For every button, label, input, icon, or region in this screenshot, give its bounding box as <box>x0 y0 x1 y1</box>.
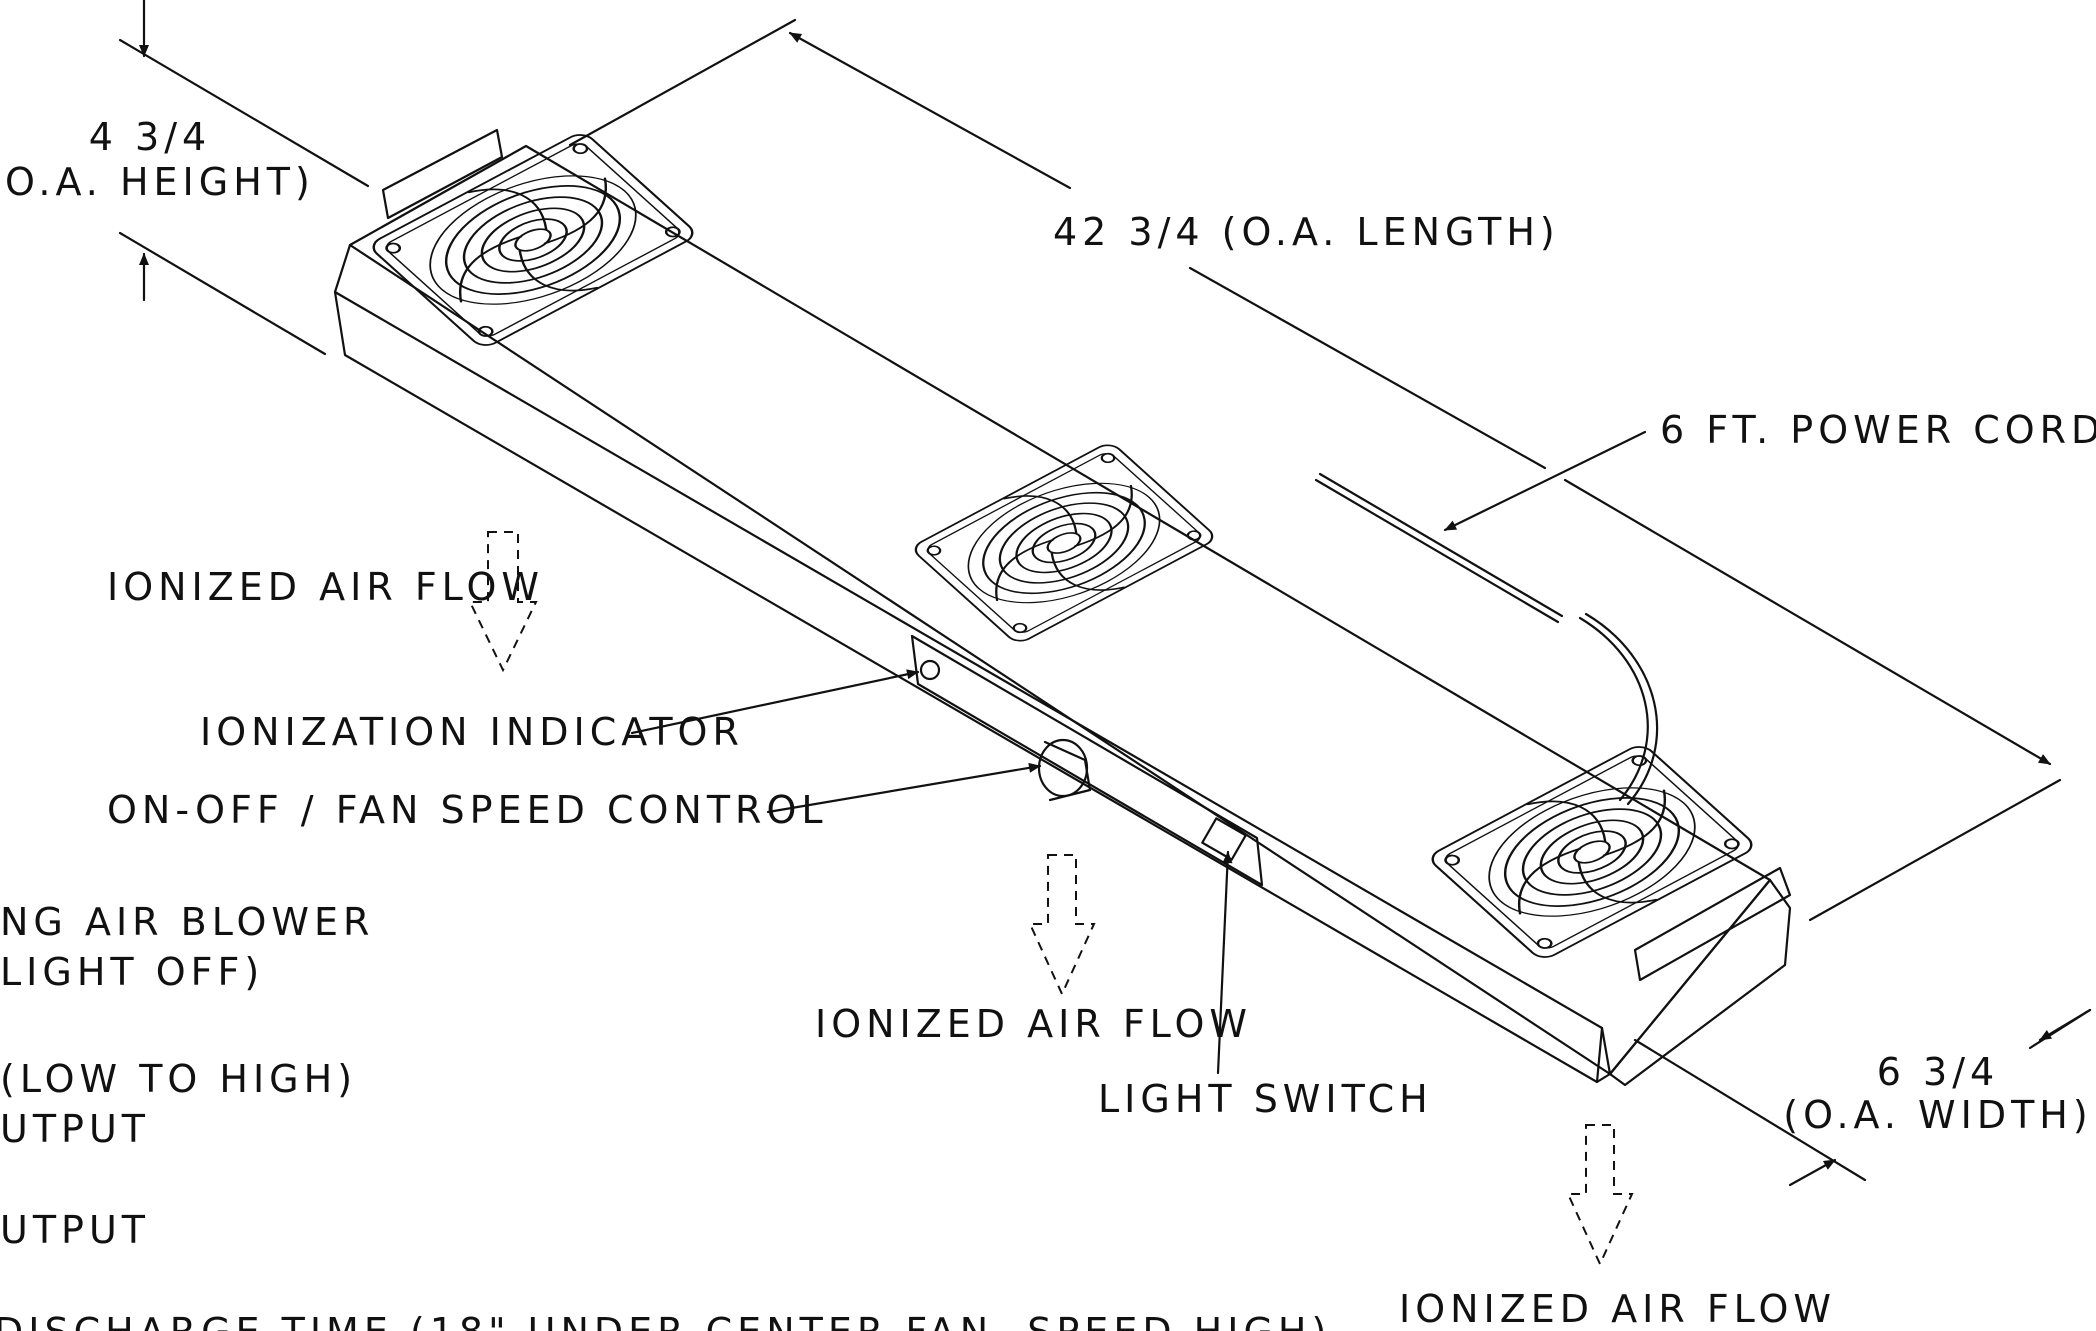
power-cord <box>1314 472 1659 806</box>
callout-ionization-indicator: IONIZATION INDICATOR <box>200 669 920 754</box>
side-note-2: LIGHT OFF) <box>0 950 264 994</box>
length-label: 42 3/4 (O.A. LENGTH) <box>1053 210 1560 254</box>
fan-left <box>366 129 700 351</box>
airflow-arrow-center: IONIZED AIR FLOW <box>815 854 1252 1046</box>
control-panel <box>910 634 1264 887</box>
callout-power-cord: 6 FT. POWER CORD <box>1443 408 2096 532</box>
side-note-6: DISCHARGE TIME (18" UNDER CENTER FAN, SP… <box>0 1310 1331 1331</box>
side-notes: NG AIR BLOWER LIGHT OFF) (LOW TO HIGH) U… <box>0 900 1331 1331</box>
fan-center <box>908 440 1220 646</box>
airflow-label-center: IONIZED AIR FLOW <box>815 1002 1252 1046</box>
width-value: 6 3/4 <box>1877 1050 1999 1094</box>
light-switch-label: LIGHT SWITCH <box>1098 1077 1433 1121</box>
airflow-label-left: IONIZED AIR FLOW <box>107 565 544 609</box>
callout-fan-speed-control: ON-OFF / FAN SPEED CONTROL <box>107 762 1042 832</box>
airflow-arrow-left: IONIZED AIR FLOW <box>107 531 544 673</box>
dimension-height: 4 3/4 (O.A. HEIGHT) <box>0 0 370 356</box>
dimension-length: 42 3/4 (O.A. LENGTH) <box>568 18 2062 922</box>
height-note: (O.A. HEIGHT) <box>0 160 315 204</box>
airflow-label-right: IONIZED AIR FLOW <box>1399 1287 1836 1331</box>
width-note: (O.A. WIDTH) <box>1783 1093 2092 1137</box>
side-note-3: (LOW TO HIGH) <box>0 1057 357 1101</box>
light-switch-rocker <box>1201 817 1247 861</box>
dimension-width: 6 3/4 (O.A. WIDTH) <box>1633 1008 2092 1187</box>
callout-light-switch: LIGHT SWITCH <box>1098 850 1433 1121</box>
airflow-arrow-right: IONIZED AIR FLOW <box>1399 1124 1836 1331</box>
side-note-4: UTPUT <box>0 1107 150 1151</box>
side-note-1: NG AIR BLOWER <box>0 900 374 944</box>
fan-speed-control-label: ON-OFF / FAN SPEED CONTROL <box>107 788 828 832</box>
height-value: 4 3/4 <box>89 115 211 159</box>
ionization-indicator-led <box>919 659 941 681</box>
power-cord-label: 6 FT. POWER CORD <box>1660 408 2096 452</box>
side-note-5: UTPUT <box>0 1208 150 1252</box>
ionization-indicator-label: IONIZATION INDICATOR <box>200 710 744 754</box>
